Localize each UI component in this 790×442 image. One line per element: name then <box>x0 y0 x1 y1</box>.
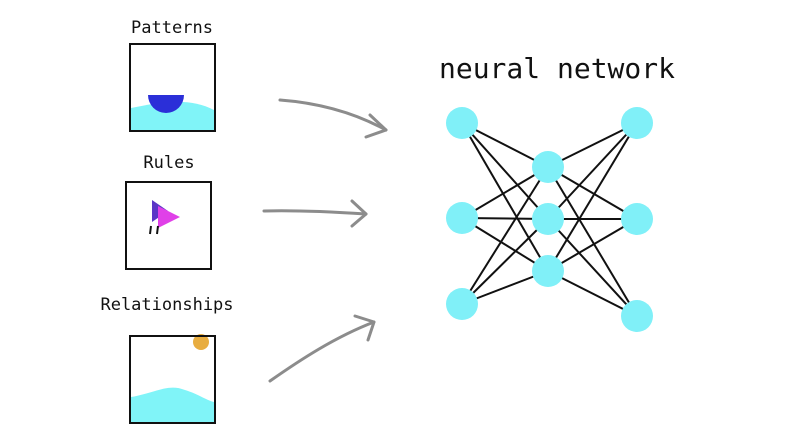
edge-l0-1-0 <box>461 166 549 219</box>
rules-mark-1 <box>149 225 152 235</box>
network-nodes <box>446 107 653 332</box>
wave-shape <box>131 101 214 130</box>
node-layer0-2 <box>446 288 478 320</box>
patterns-label: Patterns <box>131 18 213 38</box>
wave-with-half-circle-icon <box>131 95 214 130</box>
edge-l1-2-1 <box>547 218 638 272</box>
relationships-label: Relationships <box>100 295 233 315</box>
node-layer0-0 <box>446 107 478 139</box>
node-layer1-1 <box>532 203 564 235</box>
node-layer2-1 <box>621 203 653 235</box>
patterns-frame <box>129 43 216 132</box>
edge-l0-0-1 <box>461 122 549 220</box>
node-layer0-1 <box>446 202 478 234</box>
arrow-2-icon <box>262 199 368 228</box>
edge-l1-2-2 <box>547 270 638 317</box>
relationships-frame <box>129 335 216 424</box>
edge-l0-0-0 <box>461 122 549 168</box>
network-title: neural network <box>439 52 675 85</box>
relationships-card: Relationships <box>100 295 234 424</box>
half-circle-shape <box>148 95 184 113</box>
node-layer2-2 <box>621 300 653 332</box>
wave-shape-2 <box>131 387 214 422</box>
rules-label: Rules <box>143 153 194 173</box>
play-triangles-icon <box>149 200 180 235</box>
rules-card: Rules <box>125 153 212 270</box>
edge-l1-1-0 <box>547 122 638 220</box>
arrow-3-icon <box>268 314 376 383</box>
node-layer2-0 <box>621 107 653 139</box>
rules-frame <box>125 181 212 270</box>
patterns-card: Patterns <box>129 18 216 132</box>
edge-l1-0-0 <box>547 122 638 168</box>
edge-l0-0-2 <box>461 122 549 272</box>
wave-with-sun-icon <box>131 334 214 422</box>
triangle-front-shape <box>158 206 180 228</box>
sun-dot <box>193 334 209 350</box>
arrow-1-icon <box>278 98 388 139</box>
edge-l1-2-0 <box>547 122 638 272</box>
rules-mark-2 <box>156 225 159 235</box>
node-layer1-2 <box>532 255 564 287</box>
edge-l1-0-2 <box>547 166 638 317</box>
edge-l0-2-0 <box>461 166 549 305</box>
edge-l0-2-1 <box>461 218 549 305</box>
arrows <box>262 98 388 383</box>
node-layer1-0 <box>532 151 564 183</box>
edge-l1-1-2 <box>547 218 638 317</box>
edge-l0-1-2 <box>461 217 549 272</box>
edge-l1-0-1 <box>547 166 638 220</box>
